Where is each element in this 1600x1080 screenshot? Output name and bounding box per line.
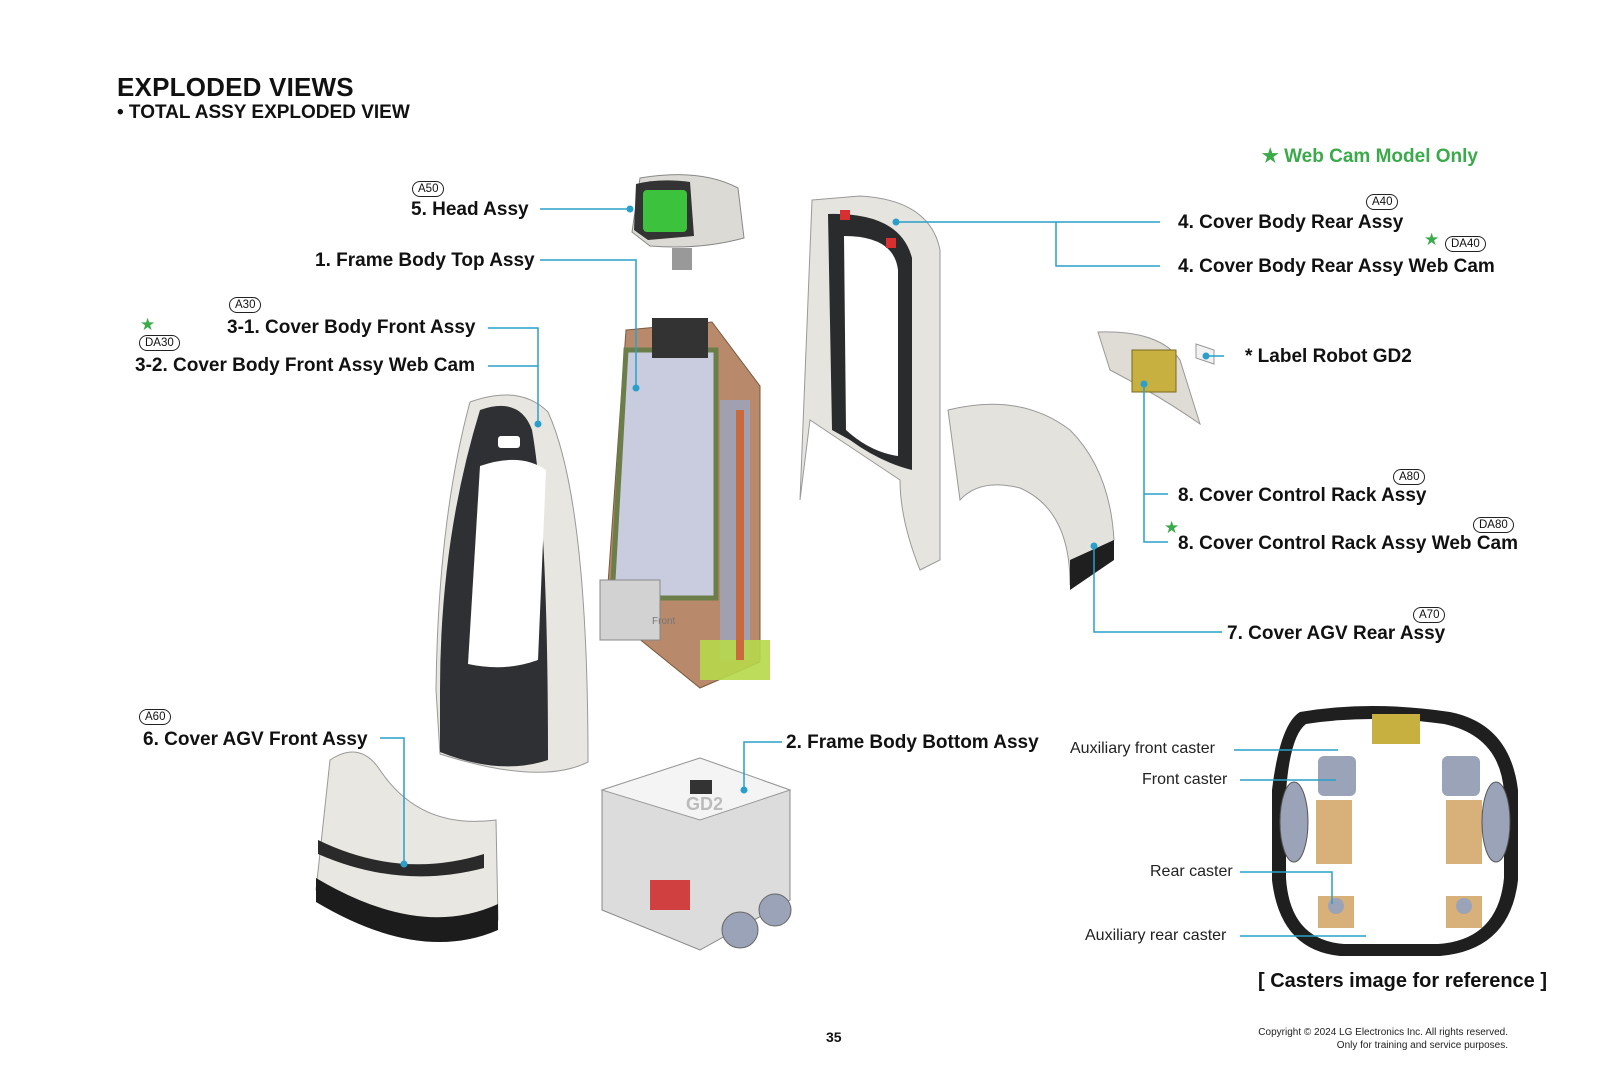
cover-front-webcam-code: DA30 xyxy=(139,335,180,351)
frame-body-bottom-image xyxy=(600,757,792,951)
webcam-note-text: Web Cam Model Only xyxy=(1284,146,1478,167)
gd2-mark: GD2 xyxy=(686,794,723,814)
agv-front-label: 6. Cover AGV Front Assy xyxy=(143,729,368,750)
casters-reference-image xyxy=(1272,706,1518,956)
rear-caster-label: Rear caster xyxy=(1150,863,1233,880)
front-mark: Front xyxy=(652,616,676,627)
head-assy-image xyxy=(631,174,745,270)
star-icon: ★ xyxy=(1424,230,1440,249)
cover-agv-front-image xyxy=(315,751,499,943)
star-icon: ★ xyxy=(140,315,156,334)
agv-rear-label: 7. Cover AGV Rear Assy xyxy=(1227,623,1446,644)
label-robot-label: * Label Robot GD2 xyxy=(1245,346,1412,367)
frame-body-bottom-label: 2. Frame Body Bottom Assy xyxy=(786,732,1039,753)
cover-front-code: A30 xyxy=(229,297,262,313)
copyright-line: Copyright © 2024 LG Electronics Inc. All… xyxy=(1258,1027,1508,1038)
page-subtitle: • TOTAL ASSY EXPLODED VIEW xyxy=(117,102,410,123)
agv-front-code: A60 xyxy=(139,709,172,725)
usage-line: Only for training and service purposes. xyxy=(1336,1040,1508,1051)
cover-rear-webcam-code: DA40 xyxy=(1445,236,1486,252)
frame-body-top-label: 1. Frame Body Top Assy xyxy=(315,250,535,271)
leader-lines xyxy=(380,208,1366,937)
aux-front-caster-label: Auxiliary front caster xyxy=(1070,740,1215,757)
casters-caption: [ Casters image for reference ] xyxy=(1258,970,1548,992)
aux-rear-caster-label: Auxiliary rear caster xyxy=(1085,927,1227,944)
webcam-note: ★ Web Cam Model Only xyxy=(1262,145,1478,168)
copyright: Copyright © 2024 LG Electronics Inc. All… xyxy=(1258,1026,1508,1052)
front-caster-label: Front caster xyxy=(1142,771,1228,788)
cover-body-rear-image xyxy=(799,195,941,571)
cover-rear-label: 4. Cover Body Rear Assy xyxy=(1178,212,1404,233)
control-rack-webcam-label: 8. Cover Control Rack Assy Web Cam xyxy=(1178,533,1518,554)
star-icon: ★ xyxy=(1164,518,1180,537)
cover-rear-webcam-label: 4. Cover Body Rear Assy Web Cam xyxy=(1178,256,1495,277)
head-assy-code: A50 xyxy=(412,181,445,197)
cover-body-front-image xyxy=(435,394,589,773)
leader-dots xyxy=(400,205,1210,868)
control-rack-label: 8. Cover Control Rack Assy xyxy=(1178,485,1427,506)
frame-body-top-image xyxy=(599,318,770,689)
cover-rear-code: A40 xyxy=(1366,194,1399,210)
cover-agv-rear-image xyxy=(947,403,1115,590)
star-icon: ★ xyxy=(1261,146,1279,167)
page-number: 35 xyxy=(826,1029,842,1045)
cover-control-rack-image xyxy=(1097,331,1215,426)
cover-front-webcam-label: 3-2. Cover Body Front Assy Web Cam xyxy=(135,355,475,376)
cover-front-label: 3-1. Cover Body Front Assy xyxy=(227,317,476,338)
page-title: EXPLODED VIEWS xyxy=(117,72,354,102)
agv-rear-code: A70 xyxy=(1413,607,1446,623)
control-rack-webcam-code: DA80 xyxy=(1473,517,1514,533)
head-assy-label: 5. Head Assy xyxy=(411,199,529,220)
control-rack-code: A80 xyxy=(1393,469,1426,485)
